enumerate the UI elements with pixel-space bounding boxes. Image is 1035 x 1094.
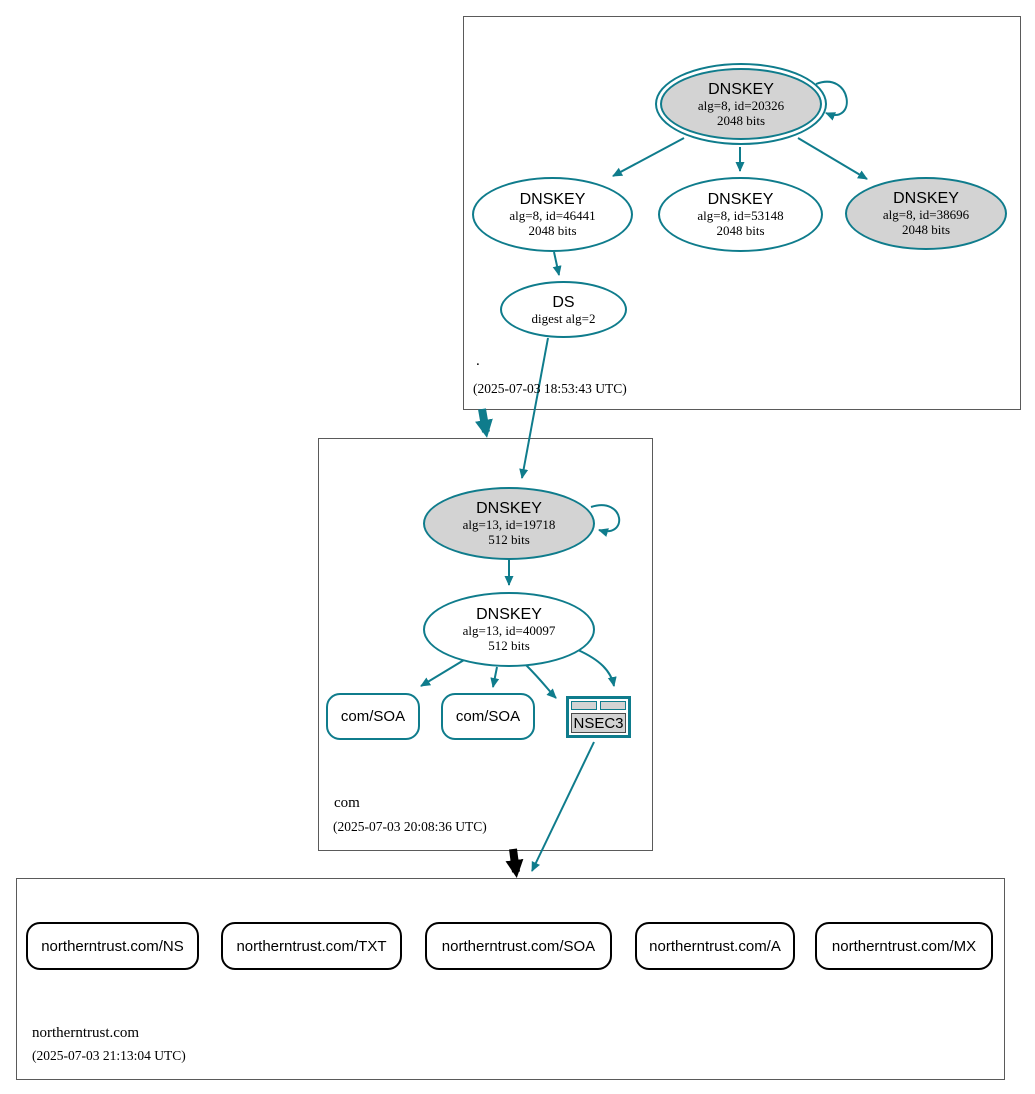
node-root-dnskey-46441[interactable]: DNSKEY alg=8, id=46441 2048 bits	[472, 177, 633, 252]
node-attr-bits: 512 bits	[488, 638, 530, 653]
rrset-label: com/SOA	[340, 708, 406, 725]
node-root-dnskey-38696[interactable]: DNSKEY alg=8, id=38696 2048 bits	[845, 177, 1007, 250]
node-title: DNSKEY	[476, 500, 542, 517]
node-attr-alg: alg=8, id=46441	[509, 208, 596, 223]
node-root-ksk-inner: DNSKEY alg=8, id=20326 2048 bits	[660, 68, 822, 140]
node-rrset-mx[interactable]: northerntrust.com/MX	[815, 922, 993, 970]
zone-box-target	[16, 878, 1005, 1080]
nsec3-cell-right	[600, 701, 626, 710]
node-attr-bits: 2048 bits	[716, 223, 765, 238]
node-com-nsec3[interactable]: NSEC3	[566, 696, 631, 738]
node-root-ksk-dnskey-20326[interactable]: DNSKEY alg=8, id=20326 2048 bits	[655, 63, 827, 145]
node-attr-digest: digest alg=2	[531, 310, 596, 326]
nsec3-label: NSEC3	[571, 713, 626, 733]
rrset-label: northerntrust.com/TXT	[236, 937, 387, 955]
node-attr-bits: 2048 bits	[901, 222, 951, 237]
node-com-soa-1[interactable]: com/SOA	[326, 693, 420, 740]
rrset-label: northerntrust.com/NS	[41, 937, 184, 955]
zone-box-com	[318, 438, 653, 851]
zone-label-target: northerntrust.com	[32, 1025, 140, 1041]
node-rrset-a[interactable]: northerntrust.com/A	[635, 922, 795, 970]
node-attr-alg: alg=13, id=19718	[462, 517, 556, 532]
node-attr-bits: 2048 bits	[716, 112, 766, 128]
edge-com-zsk-to-soa1	[420, 659, 465, 687]
node-title: DNSKEY	[707, 191, 774, 208]
edge-com-zsk-to-soa2	[490, 666, 500, 688]
rrset-label: northerntrust.com/SOA	[441, 937, 596, 955]
node-rrset-txt[interactable]: northerntrust.com/TXT	[221, 922, 402, 970]
node-title: DNSKEY	[893, 190, 959, 207]
rrset-label: com/SOA	[455, 708, 521, 725]
edge-com-zsk-to-nsec3-right	[577, 649, 617, 687]
zone-label-root: .	[476, 353, 480, 369]
node-root-ds[interactable]: DS digest alg=2	[500, 281, 627, 338]
edge-com-zsk-to-nsec3-left	[525, 664, 557, 699]
arrow-com-to-target-delegation	[505, 848, 524, 878]
node-com-dnskey-40097[interactable]: DNSKEY alg=13, id=40097 512 bits	[423, 592, 595, 667]
edge-nsec3-to-target-zone	[531, 741, 595, 872]
arrow-root-to-com-delegation	[475, 408, 493, 438]
node-rrset-ns[interactable]: northerntrust.com/NS	[26, 922, 199, 970]
node-com-dnskey-19718[interactable]: DNSKEY alg=13, id=19718 512 bits	[423, 487, 595, 560]
node-attr-alg: alg=8, id=53148	[697, 208, 784, 223]
rrset-label: northerntrust.com/A	[649, 937, 781, 955]
node-attr-bits: 512 bits	[488, 532, 530, 547]
node-title: DNSKEY	[708, 80, 774, 98]
edge-root-ksk-to-zsk-46441	[612, 137, 685, 177]
zone-timestamp-target: (2025-07-03 21:13:04 UTC)	[32, 1048, 186, 1063]
edge-root-ksk-selfsign	[815, 80, 848, 121]
edge-root-ksk-to-zsk-38696	[797, 137, 868, 180]
zone-label-com: com	[334, 795, 360, 811]
edge-com-ksk-selfsign	[590, 504, 621, 537]
rrset-label: northerntrust.com/MX	[831, 937, 977, 955]
node-attr-alg: alg=13, id=40097	[462, 623, 556, 638]
node-attr-alg: alg=8, id=20326	[697, 97, 785, 113]
node-com-soa-2[interactable]: com/SOA	[441, 693, 535, 740]
edge-ds-to-com-ksk	[519, 337, 549, 479]
zone-box-root	[463, 16, 1021, 410]
edge-zsk-46441-to-ds	[552, 251, 562, 276]
node-title: DNSKEY	[519, 191, 586, 208]
node-title: DNSKEY	[476, 606, 542, 623]
node-attr-alg: alg=8, id=38696	[882, 207, 970, 222]
node-attr-bits: 2048 bits	[528, 223, 577, 238]
nsec3-cell-left	[571, 701, 597, 710]
node-root-dnskey-53148[interactable]: DNSKEY alg=8, id=53148 2048 bits	[658, 177, 823, 252]
node-title: DS	[552, 293, 575, 311]
node-rrset-soa[interactable]: northerntrust.com/SOA	[425, 922, 612, 970]
zone-timestamp-com: (2025-07-03 20:08:36 UTC)	[333, 819, 487, 834]
zone-timestamp-root: (2025-07-03 18:53:43 UTC)	[473, 381, 627, 396]
